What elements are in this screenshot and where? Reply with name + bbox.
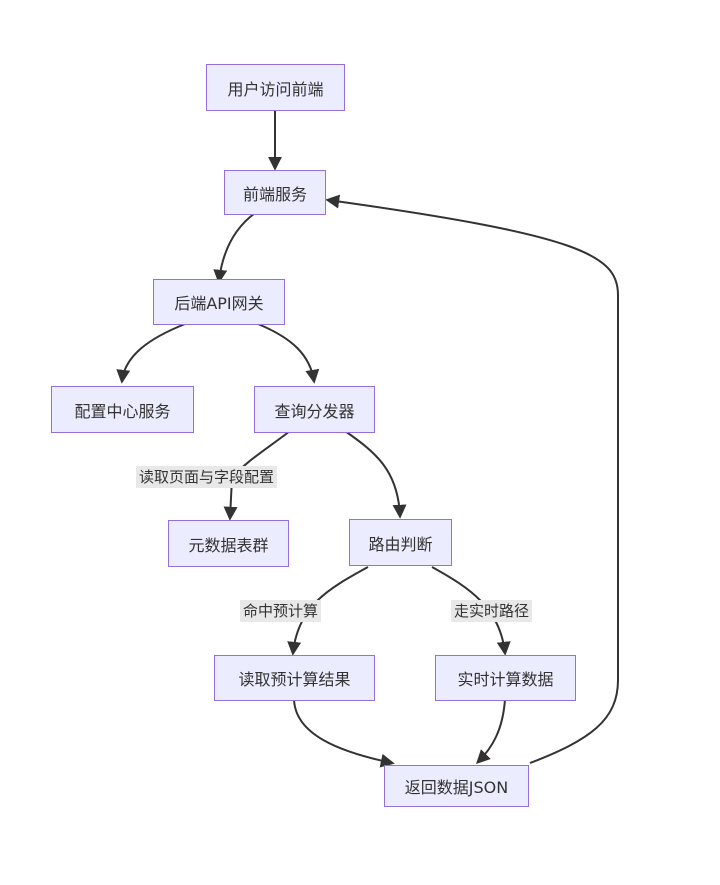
node-realtime-compute-data[interactable]: 实时计算数据 — [435, 655, 576, 701]
edge-realtime-result — [476, 698, 506, 764]
node-route-decision[interactable]: 路由判断 — [349, 519, 452, 566]
edge-label-go-realtime: 走实时路径 — [451, 600, 533, 622]
edge-precomputed-result — [293, 698, 395, 768]
node-backend-api-gateway[interactable]: 后端API网关 — [153, 279, 285, 325]
edge-label-hit-precompute: 命中预计算 — [240, 600, 322, 622]
edge-frontend-gateway — [213, 212, 256, 284]
edge-result-frontend — [325, 194, 619, 764]
edge-router-precomputed — [287, 566, 369, 656]
node-metadata-tables[interactable]: 元数据表群 — [168, 520, 289, 567]
node-read-precomputed-result[interactable]: 读取预计算结果 — [214, 655, 375, 701]
edge-gateway-dispatcher — [257, 323, 320, 384]
edge-dispatcher-router — [344, 430, 407, 519]
node-query-dispatcher[interactable]: 查询分发器 — [254, 386, 375, 433]
edge-label-read-config: 读取页面与字段配置 — [136, 466, 278, 488]
node-config-center-service[interactable]: 配置中心服务 — [51, 386, 194, 433]
node-frontend-service[interactable]: 前端服务 — [224, 170, 326, 215]
node-return-json-data[interactable]: 返回数据JSON — [384, 765, 529, 807]
node-user-access-frontend[interactable]: 用户访问前端 — [206, 64, 345, 111]
edge-gateway-config — [116, 323, 186, 384]
